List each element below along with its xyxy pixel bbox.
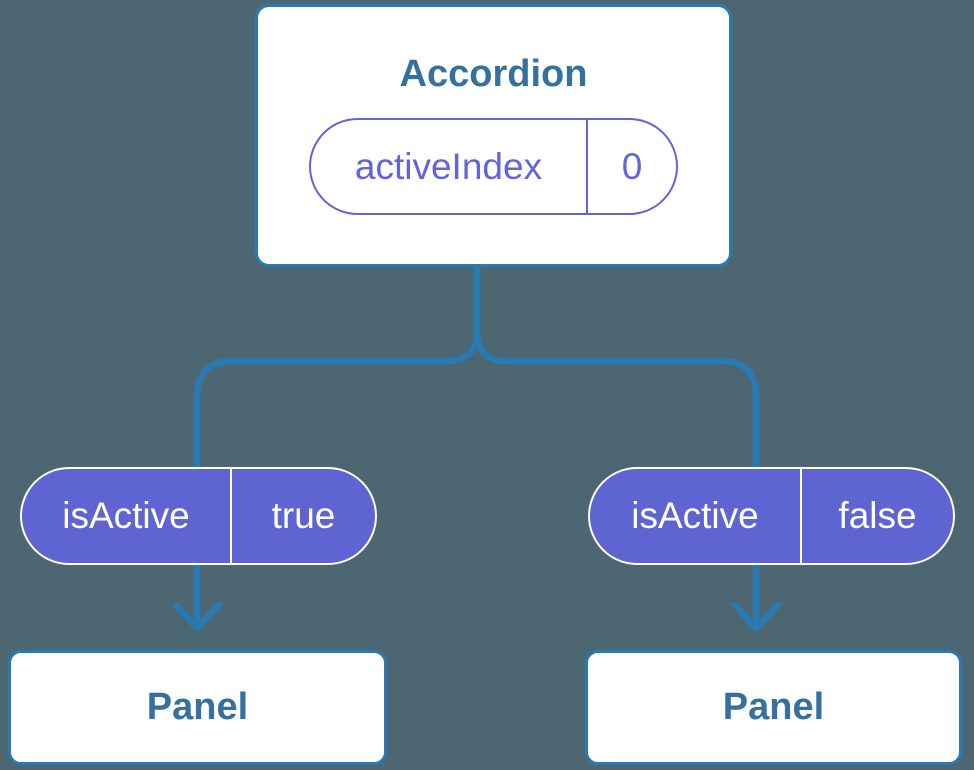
branch-line-left <box>193 266 481 470</box>
panel-node-right: Panel <box>585 650 962 765</box>
accordion-node-title: Accordion <box>399 53 588 95</box>
branch-line-right <box>473 266 760 470</box>
prop-pill-value: false <box>838 495 917 536</box>
accordion-node: Accordion activeIndex 0 <box>255 4 732 267</box>
arrow-down-icon-right <box>731 562 782 632</box>
panel-node-left: Panel <box>8 650 387 765</box>
arrow-head <box>172 601 223 632</box>
panel-node-title: Panel <box>722 686 825 728</box>
state-pill: activeIndex 0 <box>309 118 678 215</box>
state-pill-name: activeIndex <box>311 120 588 213</box>
prop-pill-value: true <box>271 495 336 536</box>
prop-pill-isactive-true: isActive true <box>20 467 377 565</box>
state-pill-value: 0 <box>621 145 643 187</box>
arrow-head <box>731 601 782 632</box>
prop-pill-isactive-false: isActive false <box>588 467 955 565</box>
prop-pill-name: isActive <box>590 469 802 563</box>
arrow-down-icon-left <box>172 562 223 632</box>
panel-node-title: Panel <box>146 686 249 728</box>
prop-pill-name: isActive <box>22 469 232 563</box>
